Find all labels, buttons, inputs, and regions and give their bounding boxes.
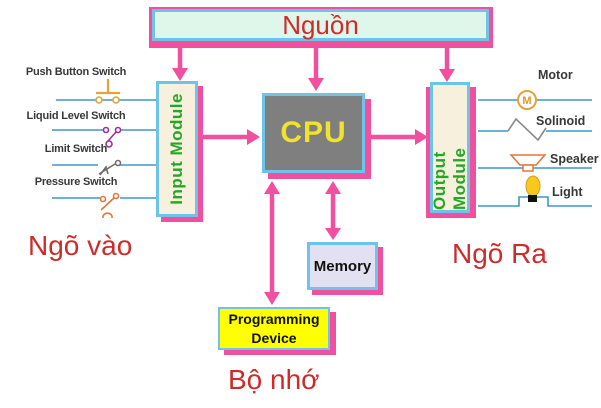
output-wires <box>478 99 592 207</box>
push-button-switch-icon <box>95 79 120 104</box>
output-device-label-light: Light <box>552 185 583 199</box>
motor-icon-letter: M <box>522 95 531 107</box>
input-device-label-limit: Limit Switch <box>44 143 108 155</box>
output-device-label-solenoid: Solinoid <box>536 114 586 128</box>
memory-box: Memory <box>307 242 378 290</box>
power-supply-box: Nguồn <box>149 7 493 48</box>
output-module-box: Output Module <box>430 82 470 213</box>
power-supply-label: Nguồn <box>282 10 359 40</box>
cpu-label: CPU <box>280 116 347 149</box>
input-device-label-pressure: Pressure Switch <box>34 176 118 188</box>
output-device-label-motor: Motor <box>538 68 573 82</box>
annotation-outputs: Ngõ Ra <box>452 238 547 269</box>
memory-label: Memory <box>313 257 372 275</box>
cpu-box: CPU <box>262 93 365 173</box>
arrowheads <box>172 68 455 305</box>
light-icon <box>525 175 541 202</box>
programming-device-box: Programming Device <box>218 307 330 350</box>
annotation-memory: Bộ nhớ <box>228 364 320 395</box>
programming-device-label: Programming Device <box>228 311 320 346</box>
solenoid-icon <box>507 117 547 142</box>
liquid-level-switch-icon <box>102 126 122 148</box>
pressure-switch-icon <box>99 192 120 218</box>
input-wires <box>52 99 156 199</box>
annotation-inputs: Ngõ vào <box>28 230 133 261</box>
input-module-label: Input Module <box>167 93 186 205</box>
speaker-icon <box>509 154 547 172</box>
output-device-label-speaker: Speaker <box>550 152 599 166</box>
limit-switch-icon <box>98 159 122 176</box>
input-device-label-push-button: Push Button Switch <box>25 66 127 78</box>
input-device-label-liquid-level: Liquid Level Switch <box>26 110 126 122</box>
output-module-label: Output Module <box>430 147 469 211</box>
motor-icon: M <box>517 90 537 110</box>
arrows <box>177 47 450 293</box>
input-module-box: Input Module <box>156 81 198 217</box>
